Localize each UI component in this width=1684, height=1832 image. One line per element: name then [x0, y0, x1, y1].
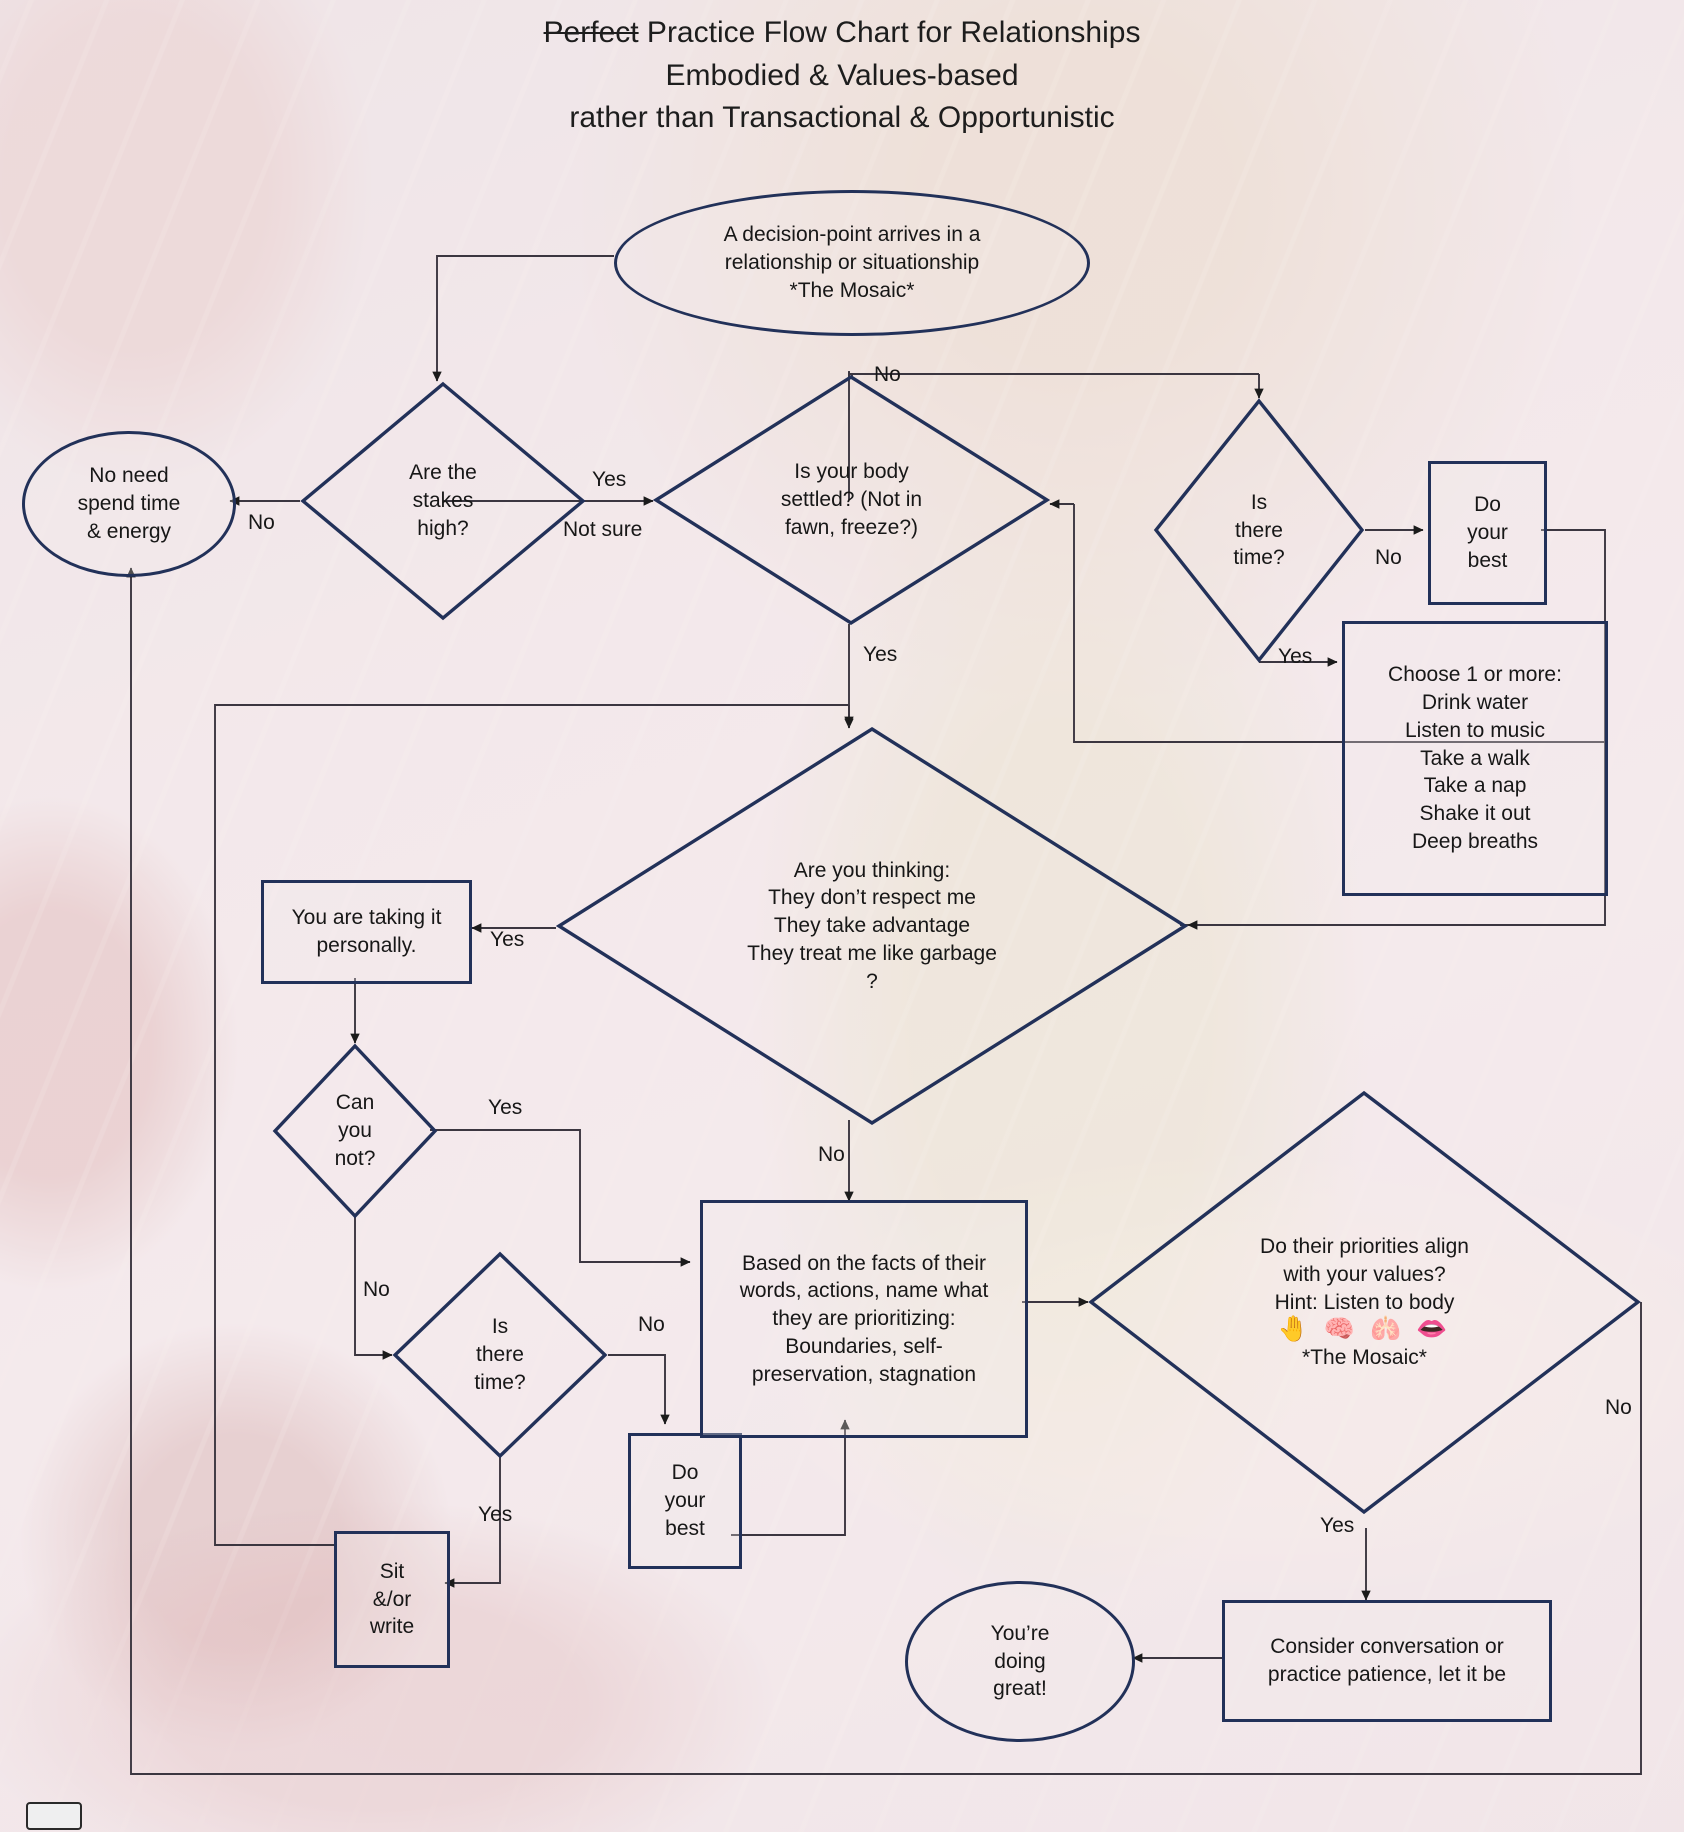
- title-line-1: Perfect Practice Flow Chart for Relation…: [0, 12, 1684, 55]
- taskbar-chip[interactable]: [26, 1802, 82, 1830]
- diamond-shape: [653, 374, 1050, 626]
- node-can-you-not-label: Can you not?: [334, 1091, 376, 1170]
- title-line-3: rather than Transactional & Opportunisti…: [569, 101, 1115, 135]
- edge-label-thinking-no: No: [818, 1143, 845, 1166]
- node-start-label: A decision-point arrives in a relationsh…: [723, 223, 981, 302]
- edge-label-can-not-no: No: [363, 1278, 390, 1301]
- edge-label-time-top-yes: Yes: [1278, 645, 1313, 668]
- diamond-shape: [1088, 1090, 1641, 1515]
- choose-line: Take a walk: [1420, 746, 1530, 770]
- align-line-3: Hint: Listen to body: [1274, 1290, 1455, 1314]
- edge-label-time-mid-no: No: [638, 1313, 665, 1336]
- node-is-there-time-top[interactable]: Is there time?: [1153, 398, 1365, 663]
- diamond-shape: [392, 1251, 608, 1459]
- align-line-5: *The Mosaic*: [1302, 1345, 1427, 1369]
- choose-line: Take a nap: [1423, 774, 1527, 798]
- node-no-need-label: No need spend time & energy: [77, 464, 181, 543]
- edge-label-time-mid-yes: Yes: [478, 1503, 513, 1526]
- choose-line: Deep breaths: [1411, 829, 1539, 853]
- node-youre-doing-great[interactable]: You’re doing great!: [905, 1581, 1135, 1742]
- node-sit-and-or-write[interactable]: Sit &/or write: [334, 1531, 450, 1668]
- node-can-you-not[interactable]: Can you not?: [272, 1043, 438, 1219]
- diamond-shape: [300, 381, 586, 621]
- node-are-you-thinking[interactable]: Are you thinking: They don’t respect me …: [556, 726, 1188, 1126]
- choose-line: Shake it out: [1419, 802, 1531, 826]
- node-do-your-best-top-label: Do your best: [1467, 493, 1508, 572]
- node-are-stakes-high[interactable]: Are the stakes high?: [300, 381, 586, 621]
- edge-label-stakes-yes: Yes: [592, 468, 627, 491]
- node-taking-it-personally[interactable]: You are taking it personally.: [261, 880, 472, 984]
- node-do-priorities-align-label: Do their priorities align with your valu…: [1260, 1233, 1469, 1371]
- edge-label-stakes-not-sure: Not sure: [563, 518, 643, 541]
- align-line-1: Do their priorities align: [1260, 1235, 1469, 1259]
- edge-label-body-yes: Yes: [863, 643, 898, 666]
- node-is-your-body-settled[interactable]: Is your body settled? (Not in fawn, free…: [653, 374, 1050, 626]
- edge-label-stakes-no: No: [248, 511, 275, 534]
- edge-label-time-top-no: No: [1375, 546, 1402, 569]
- node-is-your-body-settled-label: Is your body settled? (Not in fawn, free…: [780, 460, 923, 539]
- node-do-your-best-bottom[interactable]: Do your best: [628, 1433, 742, 1569]
- title-line-2: Embodied & Values-based: [665, 58, 1019, 92]
- choose-line: Drink water: [1421, 691, 1529, 715]
- node-consider-conversation-label: Consider conversation or practice patien…: [1267, 1635, 1507, 1686]
- edge-label-body-no: No: [874, 363, 901, 386]
- node-are-stakes-high-label: Are the stakes high?: [409, 461, 477, 540]
- node-do-your-best-top[interactable]: Do your best: [1428, 461, 1547, 605]
- node-taking-it-personally-label: You are taking it personally.: [291, 906, 442, 957]
- node-is-there-time-mid[interactable]: Is there time?: [392, 1251, 608, 1459]
- title-strikethrough-word: Perfect: [543, 16, 639, 49]
- node-are-you-thinking-label: Are you thinking: They don’t respect me …: [747, 858, 997, 993]
- align-line-2: with your values?: [1283, 1263, 1446, 1287]
- edge-label-align-no: No: [1605, 1396, 1632, 1419]
- node-no-need-spend-time[interactable]: No need spend time & energy: [22, 431, 236, 577]
- title-line-1-rest: Practice Flow Chart for Relationships: [638, 16, 1141, 49]
- edge-label-can-not-yes: Yes: [488, 1096, 523, 1119]
- diamond-shape: [1153, 398, 1365, 663]
- node-name-what-they-prioritize-label: Based on the facts of their words, actio…: [739, 1251, 989, 1386]
- node-name-what-they-prioritize[interactable]: Based on the facts of their words, actio…: [700, 1200, 1028, 1438]
- node-sit-and-or-write-label: Sit &/or write: [369, 1559, 415, 1639]
- diamond-shape: [272, 1043, 438, 1219]
- node-choose-one-or-more[interactable]: Choose 1 or more: Drink water Listen to …: [1342, 621, 1608, 896]
- choose-line: Listen to music: [1404, 718, 1546, 742]
- node-do-priorities-align[interactable]: Do their priorities align with your valu…: [1088, 1090, 1641, 1515]
- edge-label-thinking-yes: Yes: [490, 928, 525, 951]
- choose-line: Choose 1 or more:: [1388, 663, 1562, 687]
- page-title: Perfect Practice Flow Chart for Relation…: [0, 12, 1684, 140]
- edge-label-align-yes: Yes: [1320, 1514, 1355, 1537]
- node-is-there-time-top-label: Is there time?: [1233, 490, 1285, 570]
- node-do-your-best-bottom-label: Do your best: [664, 1461, 706, 1540]
- body-cue-emoji-row: 🤚 🧠 🫁 👄: [1277, 1315, 1452, 1344]
- node-consider-conversation[interactable]: Consider conversation or practice patien…: [1222, 1600, 1552, 1722]
- node-is-there-time-mid-label: Is there time?: [474, 1315, 526, 1394]
- node-start-decision-point[interactable]: A decision-point arrives in a relationsh…: [614, 190, 1090, 336]
- diamond-shape: [556, 726, 1188, 1126]
- node-youre-doing-great-label: You’re doing great!: [990, 1621, 1050, 1701]
